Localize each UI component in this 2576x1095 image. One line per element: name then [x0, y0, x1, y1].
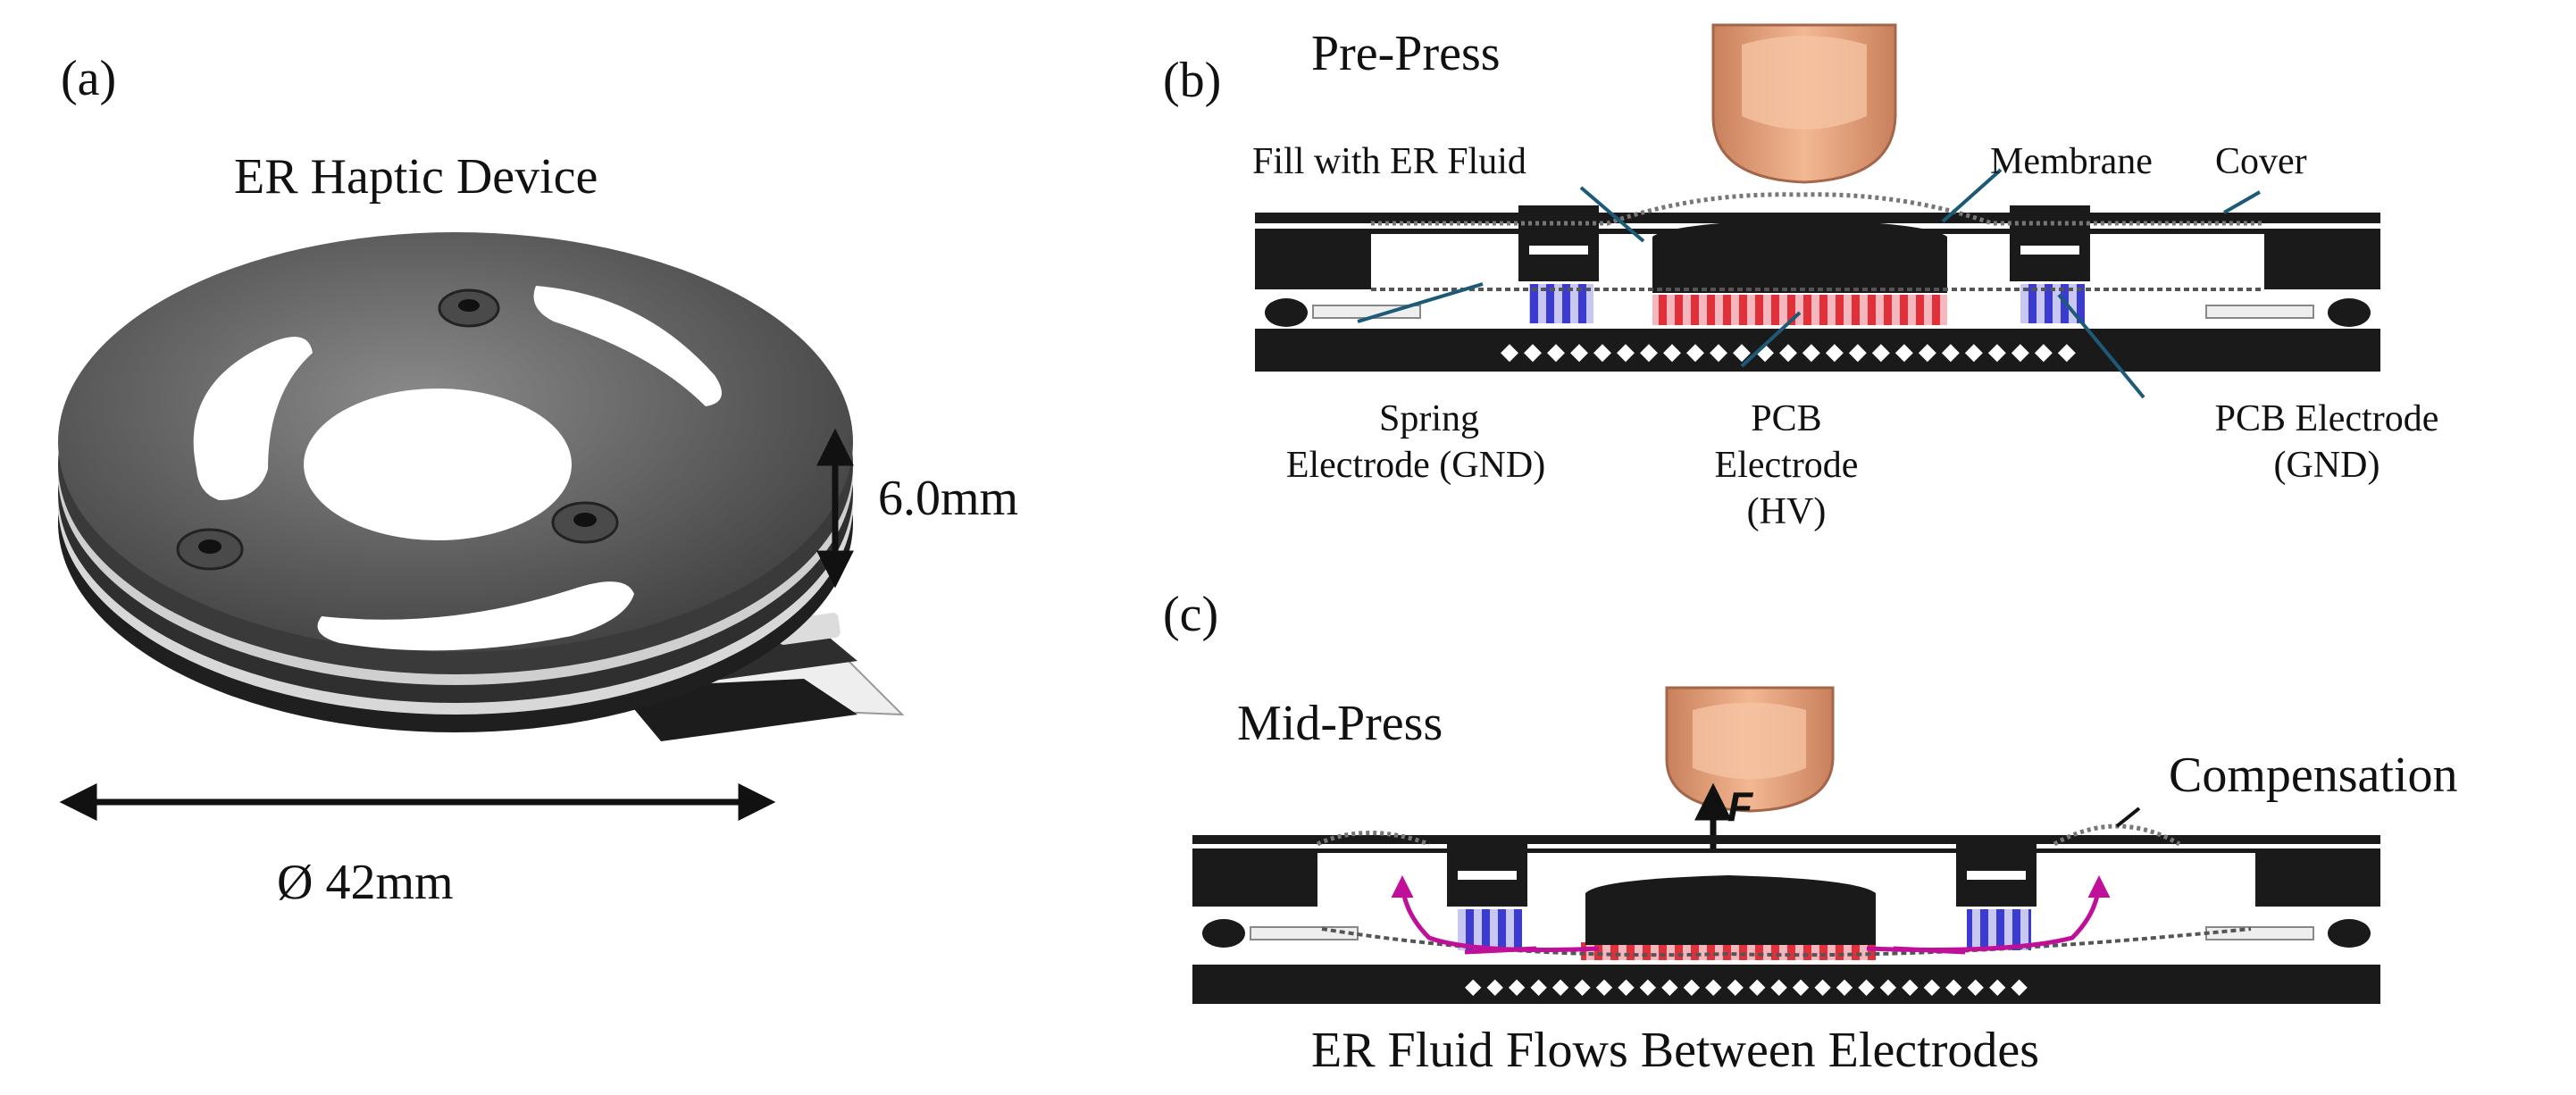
label-cover: Cover — [2215, 141, 2307, 182]
svg-text:◆◆◆◆◆◆◆◆◆◆◆◆◆◆◆◆◆◆◆◆◆◆◆◆◆◆: ◆◆◆◆◆◆◆◆◆◆◆◆◆◆◆◆◆◆◆◆◆◆◆◆◆◆ — [1465, 974, 2033, 999]
label-fill-er-fluid: Fill with ER Fluid — [1252, 141, 1526, 182]
panel-a-tag: (a) — [61, 51, 117, 106]
cross-section-prepress: ◆◆◆◆◆◆◆◆◆◆◆◆◆◆◆◆◆◆◆◆◆◆◆◆◆ — [1255, 168, 2380, 399]
prepress-title: Pre-Press — [1311, 26, 1501, 81]
base-dots: ◆◆◆◆◆◆◆◆◆◆◆◆◆◆◆◆◆◆◆◆◆◆◆◆◆ — [1501, 339, 2081, 365]
label-pcb-hv-line1: PCB — [1751, 398, 1822, 439]
flow-arrows — [1391, 875, 2111, 955]
label-pcb-hv-line2: Electrode — [1714, 445, 1859, 486]
height-label: 6.0mm — [878, 471, 1019, 526]
panel-a-title: ER Haptic Device — [234, 149, 598, 205]
svg-text:◆◆◆◆◆◆◆◆◆◆◆◆◆◆◆◆◆◆◆◆◆◆◆◆◆: ◆◆◆◆◆◆◆◆◆◆◆◆◆◆◆◆◆◆◆◆◆◆◆◆◆ — [1501, 339, 2081, 365]
diameter-label: Ø 42mm — [277, 855, 454, 910]
midpress-title: Mid-Press — [1237, 696, 1443, 751]
label-pcb-gnd-line1: PCB Electrode — [2214, 398, 2439, 439]
compensation-label: Compensation — [2169, 748, 2458, 803]
label-spring-line2: Electrode (GND) — [1285, 445, 1546, 486]
device-illustration — [58, 232, 905, 741]
panel-c-tag: (c) — [1163, 587, 1219, 642]
label-spring-line1: Spring — [1378, 398, 1479, 439]
label-pcb-gnd-line2: (GND) — [2273, 445, 2380, 486]
panel-b-tag: (b) — [1163, 53, 1222, 108]
finger-mid — [1665, 686, 1835, 813]
label-pcb-hv-line3: (HV) — [1746, 491, 1827, 532]
force-label: F — [1727, 783, 1753, 830]
finger-top — [1711, 23, 1897, 184]
label-membrane: Membrane — [1990, 141, 2153, 182]
flow-caption: ER Fluid Flows Between Electrodes — [1311, 1023, 2040, 1078]
cross-section-midpress: ◆◆◆◆◆◆◆◆◆◆◆◆◆◆◆◆◆◆◆◆◆◆◆◆◆◆ — [1192, 807, 2380, 1004]
